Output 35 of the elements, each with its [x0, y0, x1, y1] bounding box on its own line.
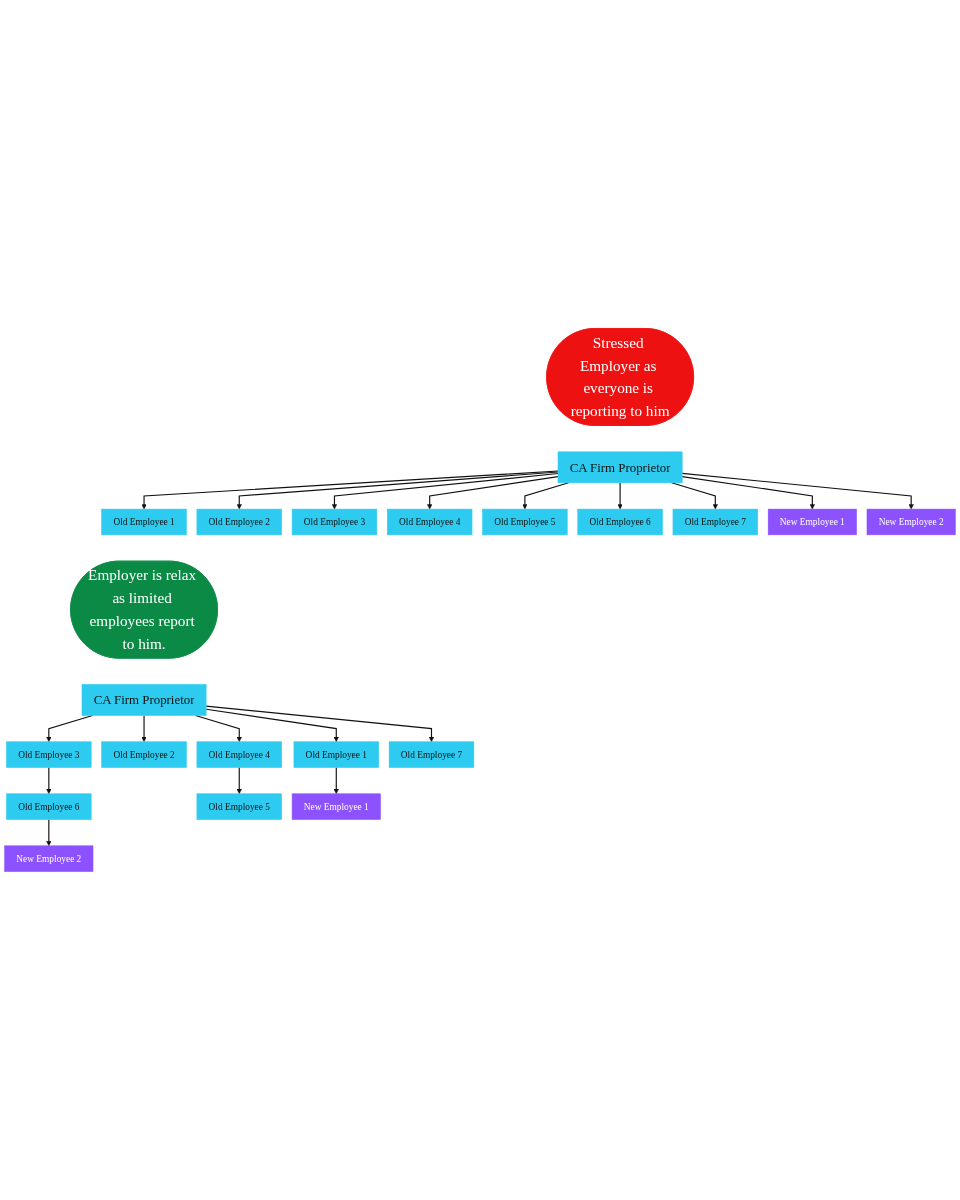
arrow: [141, 714, 147, 742]
node-box: Old Employee 5: [196, 793, 282, 820]
node-box: Old Employee 2: [196, 508, 282, 536]
node-box: Old Employee 6: [6, 793, 92, 820]
node-box: Old Employee 4: [196, 741, 282, 768]
node-box: Old Employee 7: [388, 741, 475, 768]
node-box: Old Employee 4: [387, 508, 473, 536]
node-box: Old Employee 1: [101, 508, 187, 536]
node-box: CA Firm Proprietor: [557, 451, 683, 484]
node-box: Old Employee 3: [291, 508, 378, 536]
arrow: [46, 818, 52, 847]
arrow: [205, 705, 435, 742]
node-box: Old Employee 7: [672, 508, 758, 536]
node-box: New Employee 1: [767, 508, 857, 536]
arrow: [617, 482, 623, 510]
node-box: Old Employee 3: [6, 741, 92, 768]
arrow: [236, 766, 242, 794]
node-box: CA Firm Proprietor: [81, 684, 207, 716]
arrow: [141, 470, 559, 510]
node-box: Old Employee 6: [577, 508, 663, 536]
arrow: [427, 476, 559, 510]
arrow: [681, 475, 815, 510]
node-box: Old Employee 2: [101, 741, 187, 768]
arrow: [681, 472, 914, 510]
node-box: New Employee 1: [291, 793, 381, 820]
node-box: New Employee 2: [4, 845, 94, 872]
node-box: Old Employee 5: [482, 508, 568, 536]
arrow: [671, 482, 718, 510]
arrow: [333, 766, 339, 794]
node-box: New Employee 2: [866, 508, 956, 536]
node-box: Old Employee 1: [293, 741, 379, 768]
arrow: [331, 472, 559, 510]
arrow: [46, 766, 52, 794]
arrow: [205, 708, 339, 742]
arrow: [236, 471, 559, 510]
